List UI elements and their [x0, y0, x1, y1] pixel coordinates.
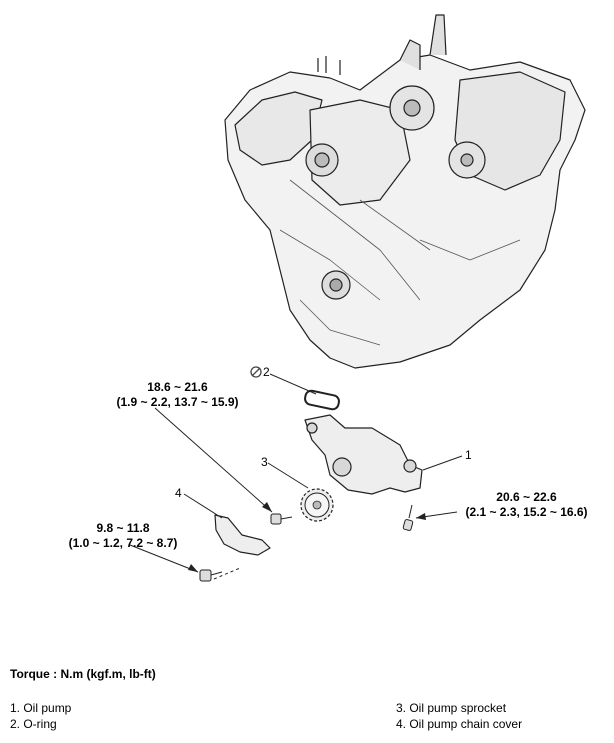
- o-ring-part: [304, 389, 340, 411]
- leader-lines: [129, 373, 463, 580]
- callout-3: 3: [261, 455, 268, 469]
- legend-item-o-ring: 2. O-ring: [10, 717, 57, 731]
- oil-pump-sprocket-part: [300, 488, 334, 522]
- torque-spec-2: 9.8 ~ 11.8 (1.0 ~ 1.2, 7.2 ~ 8.7): [48, 521, 198, 551]
- do-not-reuse-icon: [250, 366, 262, 378]
- callout-1: 1: [465, 448, 472, 462]
- torque-spec-3-kgf-lbft: (2.1 ~ 2.3, 15.2 ~ 16.6): [465, 505, 588, 519]
- callout-2: 2: [263, 365, 270, 379]
- leader-arrowheads: [188, 502, 426, 572]
- legend-column-right: 3. Oil pump sprocket 4. Oil pump chain c…: [396, 700, 522, 732]
- engine-block-illustration: [224, 14, 586, 369]
- oil-pump-part: [304, 414, 423, 495]
- torque-spec-3-nm: 20.6 ~ 22.6: [496, 490, 557, 504]
- callout-4: 4: [175, 486, 182, 500]
- torque-spec-1-kgf-lbft: (1.9 ~ 2.2, 13.7 ~ 15.9): [116, 395, 239, 409]
- legend-item-oil-pump: 1. Oil pump: [10, 701, 72, 715]
- torque-spec-2-nm: 9.8 ~ 11.8: [96, 521, 150, 535]
- torque-units-heading: Torque : N.m (kgf.m, lb-ft): [10, 667, 156, 681]
- bolt-parts: [199, 504, 414, 582]
- legend-item-oil-pump-sprocket: 3. Oil pump sprocket: [396, 701, 507, 715]
- exploded-view-diagram: [129, 14, 586, 582]
- torque-spec-3: 20.6 ~ 22.6 (2.1 ~ 2.3, 15.2 ~ 16.6): [444, 490, 609, 520]
- torque-spec-1-nm: 18.6 ~ 21.6: [147, 380, 208, 394]
- legend-item-oil-pump-chain-cover: 4. Oil pump chain cover: [396, 717, 523, 731]
- oil-pump-chain-cover-part: [214, 514, 271, 556]
- torque-spec-2-kgf-lbft: (1.0 ~ 1.2, 7.2 ~ 8.7): [68, 536, 178, 550]
- legend-column-left: 1. Oil pump 2. O-ring: [10, 700, 71, 732]
- torque-spec-1: 18.6 ~ 21.6 (1.9 ~ 2.2, 13.7 ~ 15.9): [90, 380, 265, 410]
